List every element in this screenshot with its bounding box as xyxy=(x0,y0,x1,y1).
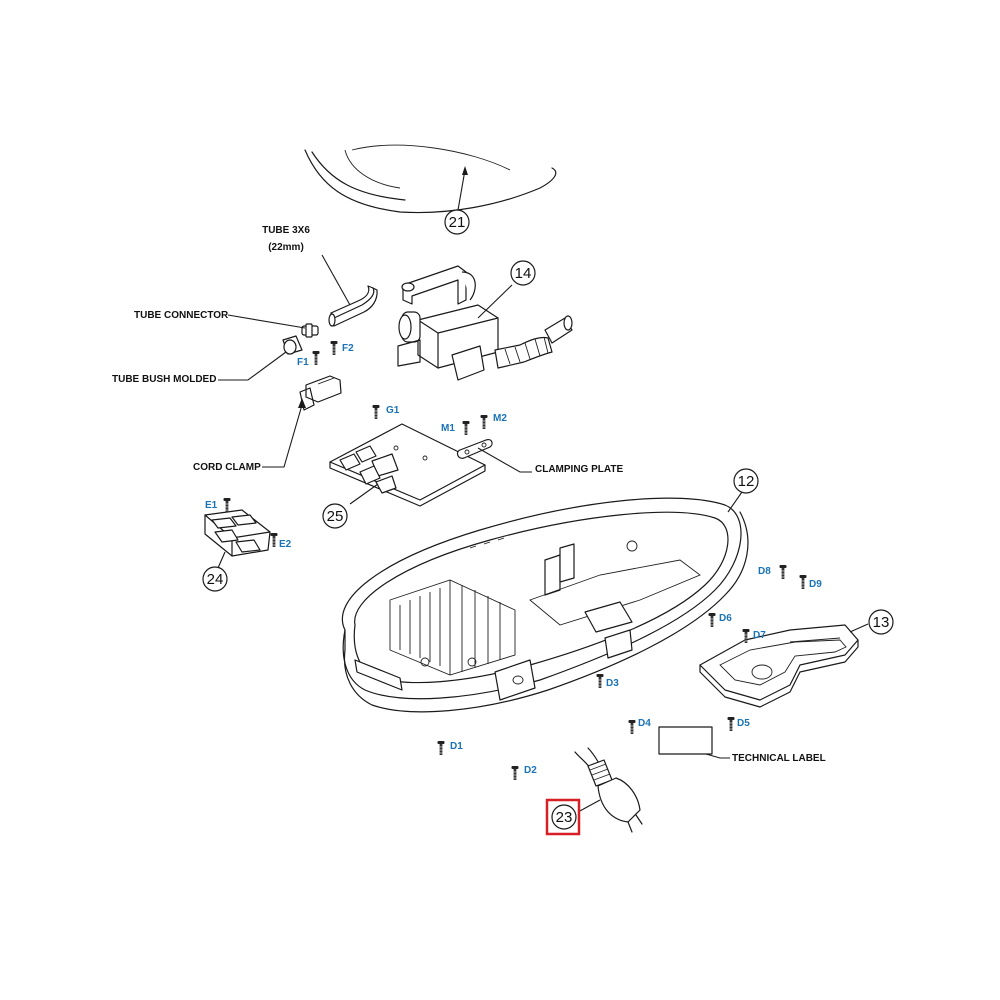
cord-clamp xyxy=(262,375,342,468)
svg-text:13: 13 xyxy=(873,614,890,631)
label-cord-clamp: CORD CLAMP xyxy=(193,462,261,473)
svg-text:12: 12 xyxy=(738,473,755,490)
callout-24: 24 xyxy=(202,566,228,592)
tube-3x6 xyxy=(321,254,378,327)
tube-connector xyxy=(227,314,319,338)
screw-labels: F1 F2 G1 M1 M2 E1 E2 D1 D2 D3 D4 D5 D6 D… xyxy=(205,343,822,776)
callout-13: 13 xyxy=(868,609,894,635)
power-cord-part-23 xyxy=(574,747,643,833)
screw-label-D3: D3 xyxy=(606,678,619,689)
screw-label-D5: D5 xyxy=(737,718,750,729)
label-tube-bush: TUBE BUSH MOLDED xyxy=(112,374,216,385)
switch-part-24 xyxy=(204,509,271,569)
label-technical-label: TECHNICAL LABEL xyxy=(732,753,826,764)
base-plate-part-13 xyxy=(699,623,869,708)
screw-label-D2: D2 xyxy=(524,765,537,776)
label-tube-connector: TUBE CONNECTOR xyxy=(134,310,229,321)
screw-label-E1: E1 xyxy=(205,500,218,511)
screw-label-D8: D8 xyxy=(758,566,771,577)
callout-25: 25 xyxy=(322,503,348,529)
callout-21: 21 xyxy=(444,209,470,235)
callout-12: 12 xyxy=(733,468,759,494)
cover-part-21 xyxy=(304,144,557,214)
svg-text:23: 23 xyxy=(556,809,573,826)
svg-text:25: 25 xyxy=(327,508,344,525)
label-clamping-plate: CLAMPING PLATE xyxy=(535,464,623,475)
screw-label-D4: D4 xyxy=(638,718,651,729)
screw-label-F2: F2 xyxy=(342,343,354,354)
screw-label-D1: D1 xyxy=(450,741,463,752)
label-tube-length: (22mm) xyxy=(268,242,304,253)
screw-label-D7: D7 xyxy=(753,630,766,641)
pump-part-14 xyxy=(397,265,573,381)
screw-label-G1: G1 xyxy=(386,405,400,416)
screw-label-D9: D9 xyxy=(809,579,822,590)
base-housing-part-12 xyxy=(341,491,749,713)
svg-text:21: 21 xyxy=(449,214,466,231)
pcb-part-25 xyxy=(329,423,486,507)
svg-text:24: 24 xyxy=(207,571,224,588)
screw-label-E2: E2 xyxy=(279,539,292,550)
label-tube: TUBE 3X6 xyxy=(262,225,310,236)
screw-label-M1: M1 xyxy=(441,423,455,434)
technical-label-box xyxy=(658,726,730,759)
clamping-plate xyxy=(456,439,532,473)
callout-14: 14 xyxy=(510,260,536,286)
tube-bush-molded xyxy=(218,335,303,381)
svg-text:14: 14 xyxy=(515,265,532,282)
screw-label-M2: M2 xyxy=(493,413,507,424)
screw-label-F1: F1 xyxy=(297,357,309,368)
screw-label-D6: D6 xyxy=(719,613,732,624)
callout-23-highlighted: 23 xyxy=(545,798,581,836)
